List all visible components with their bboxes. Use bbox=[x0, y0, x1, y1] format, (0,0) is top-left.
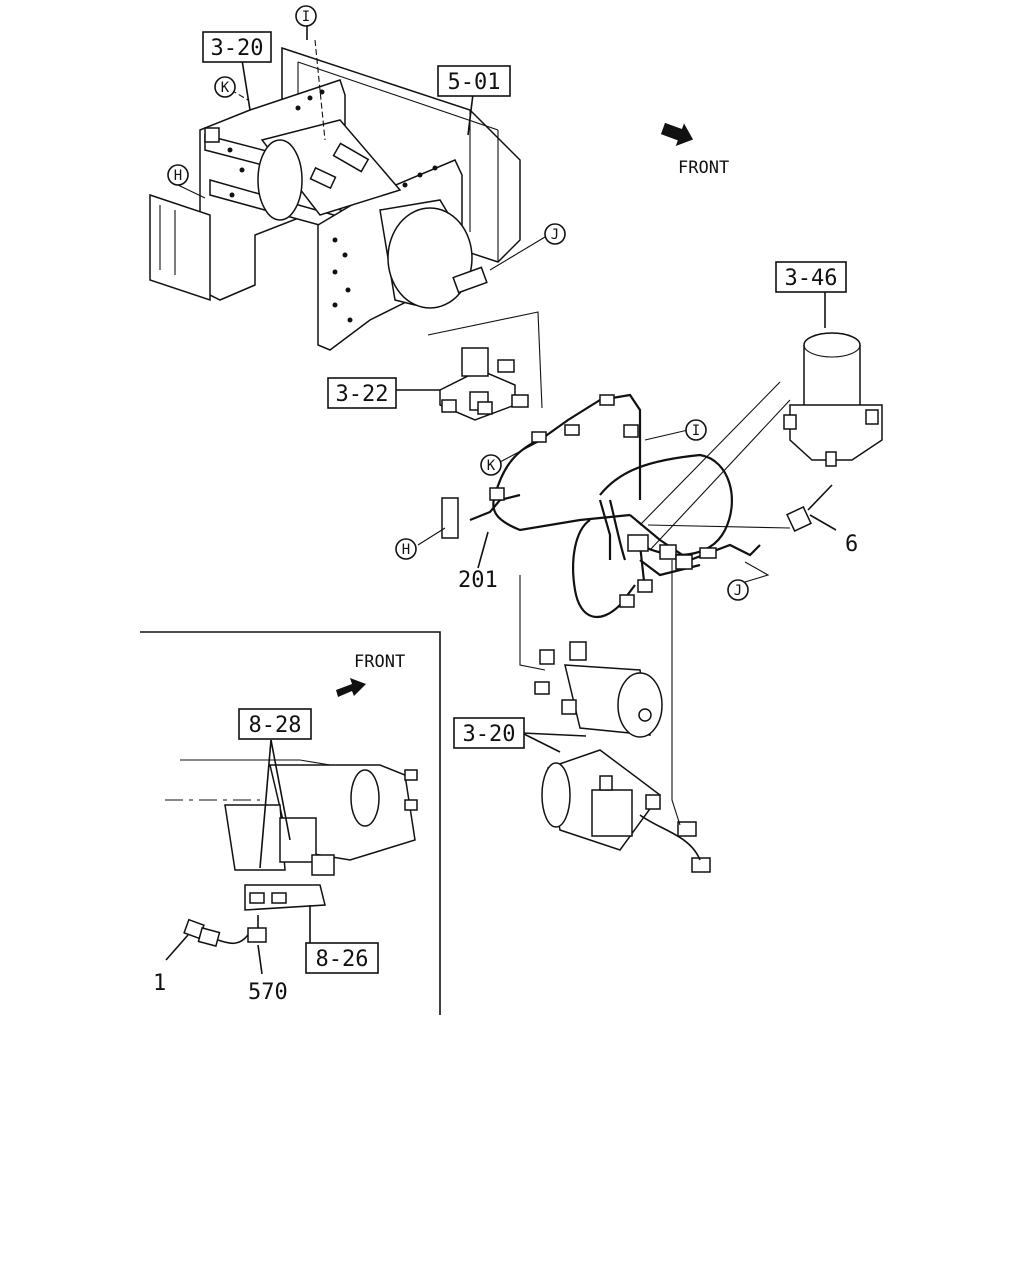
marker-h-top: H bbox=[167, 164, 189, 186]
leader-lines bbox=[165, 26, 837, 975]
svg-text:J: J bbox=[551, 227, 559, 243]
callout-frame: 5-01 bbox=[437, 65, 511, 97]
svg-text:I: I bbox=[692, 423, 700, 439]
marker-j-top: J bbox=[544, 223, 566, 245]
front-arrow-icon bbox=[660, 122, 694, 146]
air-dryer-drawing bbox=[783, 332, 883, 467]
callout-label: 3-20 bbox=[211, 36, 264, 61]
front-label: FRONT bbox=[678, 158, 729, 178]
part-number-harness: 201 bbox=[458, 568, 498, 593]
callout-label: 3-46 bbox=[785, 266, 838, 291]
marker-j-mid: J bbox=[727, 579, 749, 601]
callout-label: 5-01 bbox=[448, 70, 501, 95]
inset-drawing bbox=[165, 759, 418, 948]
callout-label: 8-26 bbox=[316, 947, 369, 972]
svg-text:H: H bbox=[402, 542, 410, 558]
marker-h-mid: H bbox=[395, 538, 417, 560]
front-arrow-inset-icon bbox=[336, 678, 366, 697]
marker-i-top: I bbox=[295, 5, 317, 27]
callout-tank-assembly-bottom: 3-20 bbox=[453, 717, 525, 749]
svg-text:K: K bbox=[221, 80, 230, 96]
callout-label: 3-22 bbox=[336, 382, 389, 407]
lower-tank-drawing bbox=[519, 560, 711, 873]
callout-label: 3-20 bbox=[463, 722, 516, 747]
svg-text:H: H bbox=[174, 168, 182, 184]
callout-valve: 3-22 bbox=[327, 377, 397, 409]
marker-i-mid: I bbox=[685, 419, 707, 441]
svg-text:J: J bbox=[734, 583, 742, 599]
part-number-sensor: 6 bbox=[845, 532, 858, 557]
valve-drawing bbox=[427, 311, 543, 421]
callout-label: 8-28 bbox=[249, 713, 302, 738]
callout-tank-assembly-top: 3-20 bbox=[202, 31, 272, 63]
part-number-connector: 1 bbox=[153, 971, 166, 996]
callout-inset-upper: 8-28 bbox=[238, 708, 312, 740]
svg-text:I: I bbox=[302, 9, 310, 25]
air-tank-drawing bbox=[204, 119, 488, 309]
marker-k-mid: K bbox=[480, 454, 502, 476]
inset-frame bbox=[140, 631, 441, 1015]
part-number-sub-harness: 570 bbox=[248, 980, 288, 1005]
callout-inset-lower: 8-26 bbox=[305, 942, 379, 974]
marker-k-top: K bbox=[214, 76, 236, 98]
svg-text:K: K bbox=[487, 458, 496, 474]
sensor-drawing bbox=[786, 484, 833, 532]
front-label-inset: FRONT bbox=[354, 652, 405, 672]
callout-dryer: 3-46 bbox=[775, 261, 847, 293]
